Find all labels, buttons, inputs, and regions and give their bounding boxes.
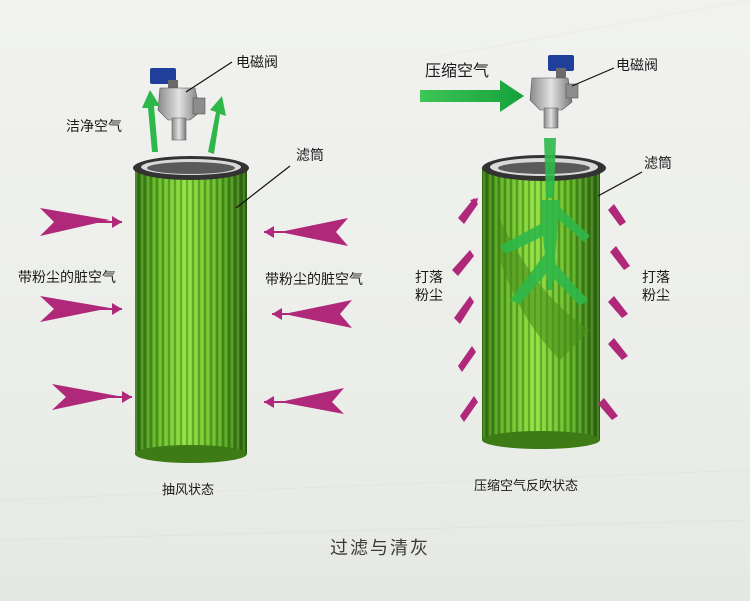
left-dirty-air-label-2: 带粉尘的脏空气 [265,272,363,288]
background-streaks [0,0,750,541]
right-filter-cartridge [482,155,606,449]
dust-label-right-line2: 粉尘 [642,288,670,304]
left-state-label: 抽风状态 [162,483,215,498]
right-blowback-arrows [500,138,590,306]
left-filter-cartridge [133,156,249,463]
falling-dust-arrows-left [452,198,478,422]
compressed-air-arrow [420,80,524,112]
right-valve-leader [571,67,615,87]
dust-label-left-line1: 打落 [415,270,443,286]
left-dust-arrows-incoming [40,208,132,410]
compressed-air-label: 压缩空气 [425,61,490,80]
left-valve-label: 电磁阀 [236,55,278,71]
left-filter-label: 滤筒 [296,148,324,164]
left-solenoid-valve [150,68,206,141]
right-valve-label: 电磁阀 [616,58,658,74]
dust-label-left-line2: 粉尘 [415,288,443,304]
dust-label-right-line1: 打落 [642,270,670,286]
right-dust-arrows-incoming [264,218,352,414]
figure-caption: 过滤与清灰 [330,538,430,559]
right-filter-label: 滤筒 [644,156,672,172]
left-clean-air-arrows [142,90,226,154]
left-clean-air-label: 洁净空气 [66,119,122,135]
right-solenoid-valve [529,55,579,129]
right-state-label: 压缩空气反吹状态 [474,479,579,494]
left-valve-leader [185,61,233,93]
left-dirty-air-label-1: 带粉尘的脏空气 [18,270,116,286]
falling-dust-arrows-right [598,204,630,420]
left-filter-leader [235,165,291,209]
right-filter-leader [597,171,643,197]
